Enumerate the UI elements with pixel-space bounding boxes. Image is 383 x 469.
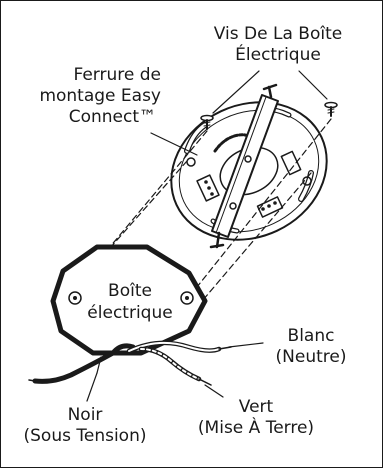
screws-label-line2: Électrique: [235, 45, 321, 65]
bracket-label-line2: montage Easy: [39, 86, 161, 106]
screws-label-line1: Vis De La Boîte: [213, 24, 343, 44]
box-label-line1: Boîte: [108, 281, 152, 301]
ground-wire: [138, 346, 224, 398]
white-wire-label-line2: (Neutre): [275, 347, 347, 367]
box-screw-right: [324, 101, 338, 117]
electrical-box: [50, 244, 208, 356]
bracket-label-line1: Ferrure de: [73, 65, 162, 85]
box-screw-left: [200, 114, 214, 130]
ground-wire-label-line2: (Mise À Terre): [197, 418, 315, 438]
box-label-line2: électrique: [87, 303, 173, 323]
crossbar-strap: [209, 83, 279, 249]
bracket-label-line3: Connect™: [68, 107, 156, 127]
black-wire: [28, 343, 136, 384]
black-wire-label-line1: Noir: [67, 405, 103, 425]
ground-wire-label-line1: Vert: [238, 397, 274, 417]
white-wire: [126, 340, 264, 354]
black-wire-label-line2: (Sous Tension): [23, 426, 147, 446]
white-wire-label-line1: Blanc: [287, 326, 335, 346]
